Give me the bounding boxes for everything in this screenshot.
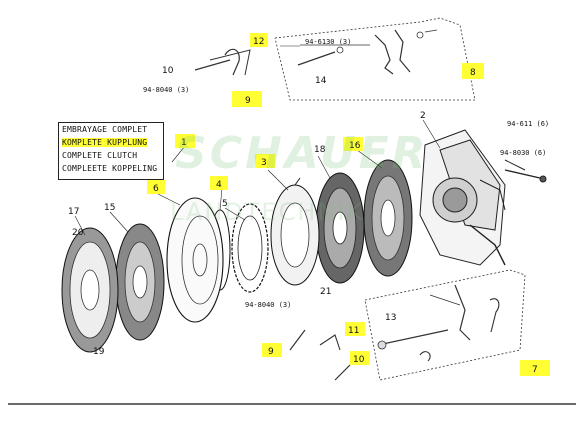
callout-2: 2: [420, 111, 426, 121]
callout-7: 7: [532, 365, 538, 375]
callout-20: 20: [72, 228, 84, 238]
callout-4: 4: [216, 180, 222, 190]
friction-disc-16: [363, 159, 413, 277]
callout-10-lower: 10: [353, 355, 365, 365]
callout-3: 3: [261, 158, 267, 168]
callout-labels: 1 2 3 4 5 6 7 8 9 9 10 10 11 12 13 14 15…: [68, 37, 538, 375]
pressure-plate-3: [270, 177, 320, 286]
assembly-title-box: EMBRAYAGE COMPLET KOMPLETE KUPPLUNG COMP…: [58, 122, 164, 180]
callout-5: 5: [222, 199, 228, 209]
ref-94-8030: 94-8030 (6): [500, 149, 546, 157]
callout-11: 11: [348, 326, 359, 336]
callout-19: 19: [93, 347, 105, 357]
callout-6: 6: [153, 184, 159, 194]
callout-12: 12: [253, 37, 264, 47]
callout-highlights: [147, 33, 550, 376]
ref-94-611: 94-611 (6): [507, 120, 549, 128]
title-line-german: KOMPLETE KUPPLUNG: [62, 138, 148, 147]
title-line-french: EMBRAYAGE COMPLET: [62, 125, 148, 134]
friction-disc-18: [315, 172, 365, 284]
watermark-subtext: LANDTECHNIK: [170, 198, 365, 226]
friction-disc-17: [61, 227, 119, 353]
callout-14: 14: [315, 76, 327, 86]
lower-linkage-panel: [289, 269, 526, 381]
friction-disc-15: [115, 223, 165, 341]
callout-13: 13: [385, 313, 396, 323]
splined-ring-5: [231, 203, 269, 293]
callout-9-upper: 9: [245, 96, 251, 106]
clutch-cover-6: [166, 197, 224, 323]
watermark-text: SCHAUER: [175, 128, 429, 179]
reference-labels: 94-6130 (3) 94-8040 (3) 94-8040 (3) 94-6…: [143, 38, 549, 309]
callout-15: 15: [104, 203, 115, 213]
ref-94-8040-upper: 94-8040 (3): [143, 86, 189, 94]
title-line-dutch: COMPLEETE KOPPELING: [62, 164, 158, 173]
ref-94-8040-lower: 94-8040 (3): [245, 301, 291, 309]
callout-21: 21: [320, 287, 331, 297]
clutch-housing: [419, 129, 547, 266]
callout-10-upper: 10: [162, 66, 174, 76]
title-line-english: COMPLETE CLUTCH: [62, 151, 138, 160]
upper-linkage-panel: [194, 17, 476, 101]
callout-18: 18: [314, 145, 326, 155]
callout-17: 17: [68, 207, 79, 217]
callout-16: 16: [349, 141, 361, 151]
callout-8: 8: [470, 68, 476, 78]
callout-9-lower: 9: [268, 347, 274, 357]
ref-94-6130: 94-6130 (3): [305, 38, 351, 46]
callout-1: 1: [181, 138, 187, 148]
callout-leaders: [74, 45, 441, 236]
